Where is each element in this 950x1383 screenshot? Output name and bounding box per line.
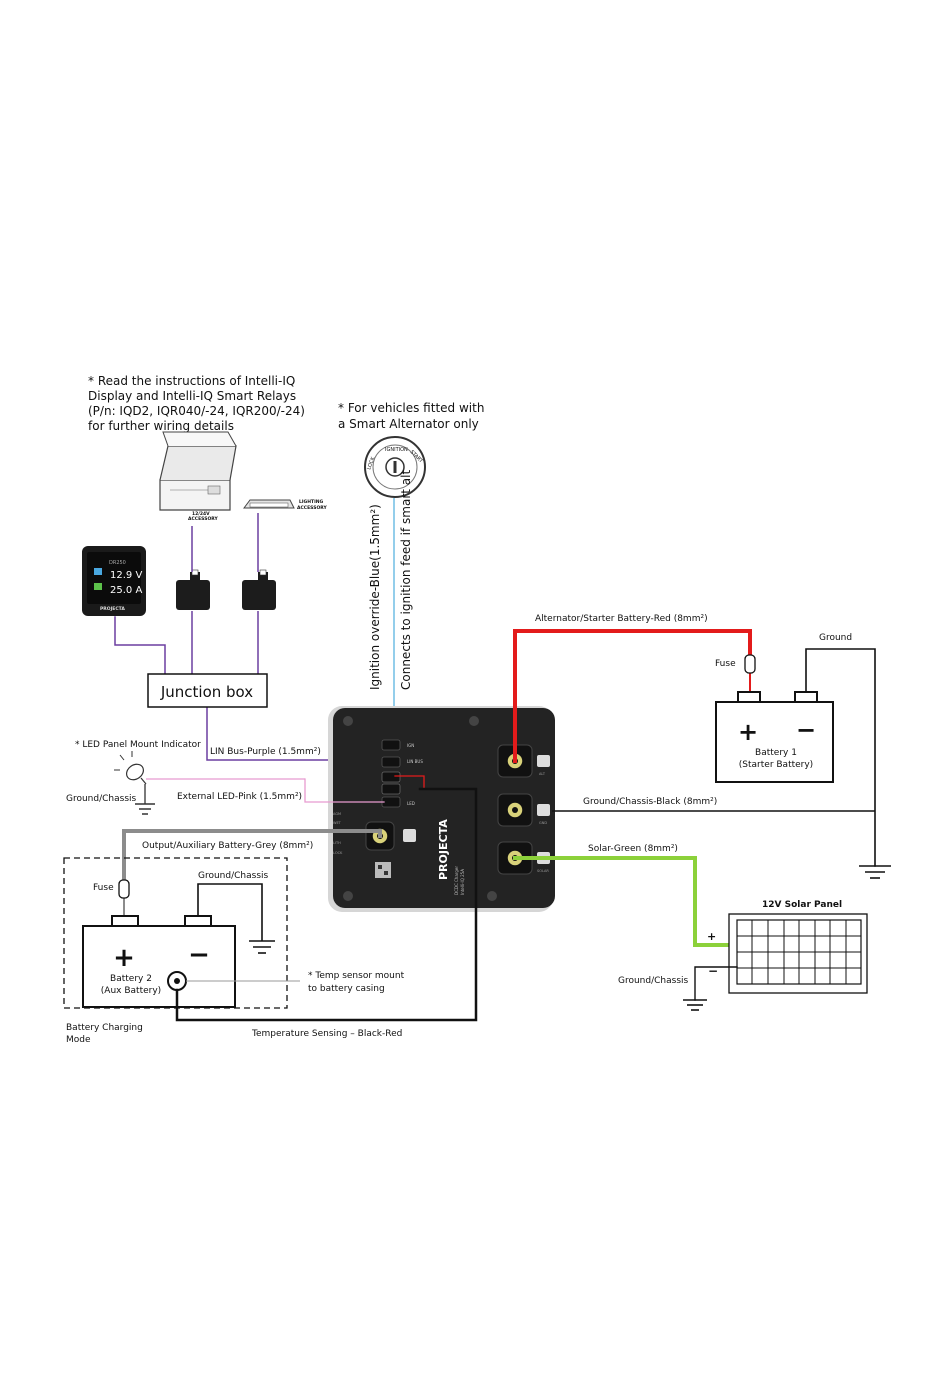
device-agm-label: AGM: [333, 812, 341, 816]
solar-panel-title: 12V Solar Panel: [762, 900, 842, 910]
battery-2: + − Battery 2 (Aux Battery): [82, 915, 236, 1008]
ground-symbol-icon: [249, 940, 275, 954]
ground-symbol-icon: [683, 999, 707, 1011]
fridge-icon: 12/24V ACCESSORY: [159, 431, 237, 522]
light-bar-icon: LIGHTING ACCESSORY: [243, 499, 327, 511]
pink-led-wire: [304, 778, 385, 803]
ground-label: Ground: [819, 633, 852, 643]
output-aux-label: Output/Auxiliary Battery-Grey (8mm²): [142, 841, 313, 851]
fridge-label: 12/24V: [192, 511, 210, 517]
battery-minus: −: [796, 716, 816, 744]
solar-wire-label: Solar-Green (8mm²): [588, 844, 678, 854]
alt-terminal-label: ALT: [539, 772, 546, 776]
gnd-terminal: GND: [497, 793, 550, 827]
fridge-label: ACCESSORY: [188, 516, 218, 522]
purple-accessory-wires: [114, 513, 385, 761]
device-lin-label: LIN BUS: [407, 759, 423, 764]
battery-name: Battery 1: [755, 748, 797, 758]
device-led-label: LED: [407, 801, 415, 806]
note-line: for further wiring details: [88, 419, 234, 433]
ground-symbol-icon: [859, 865, 891, 879]
grey-output-wire: [122, 829, 382, 882]
ignition-override-label: Ignition override-Blue(1.5mm²): [368, 504, 382, 690]
temp-sensor-icon: [167, 971, 187, 991]
led-panel-note: * LED Panel Mount Indicator: [75, 740, 201, 750]
smart-relay-icon: [242, 569, 276, 610]
temperature-sensing-label: Temperature Sensing – Black-Red: [251, 1029, 402, 1039]
charging-mode-label: Battery Charging: [66, 1023, 143, 1033]
note-line: (P/n: IQD2, IQR040/-24, IQR200/-24): [88, 404, 305, 418]
display-amps: 25.0 A: [110, 585, 142, 596]
temp-sensor-note: to battery casing: [308, 984, 385, 994]
ground-chassis-black-label: Ground/Chassis-Black (8mm²): [583, 797, 717, 807]
smart-relay-icon: [176, 569, 210, 610]
battery-minus: −: [188, 940, 210, 970]
light-label: ACCESSORY: [297, 505, 327, 511]
intelli-iq-display-icon: DR250 12.9 V 25.0 A PROJECTA: [82, 546, 146, 616]
ignition-label: IGNITION: [385, 447, 408, 453]
solar-terminal-label: SOLAR: [537, 869, 549, 873]
solar-ground-wire: [694, 966, 738, 1001]
fuse-label: Fuse: [715, 659, 736, 669]
battery2-ground-wire: [197, 883, 263, 941]
intelli-iq-note: * Read the instructions of Intelli-IQ Di…: [88, 374, 305, 433]
smart-alternator-note: * For vehicles fitted with a Smart Alter…: [338, 401, 484, 431]
junction-box: Junction box: [147, 673, 268, 708]
display-header: DR250: [109, 560, 126, 566]
ground-wire: [805, 648, 876, 867]
led-indicator-icon: [114, 751, 147, 785]
green-solar-wire: [513, 856, 739, 947]
ignition-feed-label: Connects to ignition feed if smart alt: [399, 470, 413, 690]
junction-box-label: Junction box: [160, 683, 253, 701]
ground-symbol-icon: [135, 784, 155, 815]
lock-label: LOCK: [366, 455, 376, 470]
device-lock-label: LOCK: [333, 851, 343, 855]
dcdc-charger-device: IGN LIN BUS LED AGM WET LITH LOCK PROJEC…: [328, 706, 555, 912]
device-wet-label: WET: [333, 821, 342, 825]
charging-mode-label: Mode: [66, 1035, 91, 1045]
display-brand: PROJECTA: [100, 606, 125, 612]
device-ign-label: IGN: [407, 743, 414, 748]
temperature-sensing-wire: [175, 787, 478, 1022]
alternator-wire-label: Alternator/Starter Battery-Red (8mm²): [535, 614, 708, 624]
solar-plus: +: [707, 930, 716, 943]
external-led-label: External LED-Pink (1.5mm²): [177, 792, 302, 802]
note-line: * For vehicles fitted with: [338, 401, 484, 415]
battery-sub: (Aux Battery): [101, 986, 161, 996]
display-volts: 12.9 V: [110, 570, 142, 581]
temp-sensor-note: * Temp sensor mount: [308, 971, 405, 981]
temp-sense-red-wire: [394, 775, 425, 790]
red-alternator-wire: [513, 629, 752, 763]
battery-plus: +: [113, 943, 135, 973]
gnd-terminal-label: GND: [539, 821, 547, 825]
device-model: Intelli-IQ 25A: [460, 869, 465, 895]
device-brand: PROJECTA: [437, 819, 450, 880]
device-lith-label: LITH: [333, 841, 341, 845]
note-line: a Smart Alternator only: [338, 417, 479, 431]
light-label: LIGHTING: [299, 499, 324, 505]
note-line: * Read the instructions of Intelli-IQ: [88, 374, 295, 388]
fuse-icon: [744, 654, 756, 674]
battery-plus: +: [738, 718, 758, 746]
device-model: DCDC Charger: [454, 866, 459, 895]
led-ground-label: Ground/Chassis: [66, 794, 137, 804]
battery-sub: (Starter Battery): [739, 760, 813, 770]
battery-1: + − Battery 1 (Starter Battery): [715, 691, 834, 783]
fuse-icon: [118, 879, 130, 899]
battery2-ground-label: Ground/Chassis: [198, 871, 269, 881]
battery-name: Battery 2: [110, 974, 152, 984]
fuse-label: Fuse: [93, 883, 114, 893]
lin-bus-label: LIN Bus-Purple (1.5mm²): [210, 747, 321, 757]
note-line: Display and Intelli-IQ Smart Relays: [88, 389, 296, 403]
solar-ground-label: Ground/Chassis: [618, 976, 689, 986]
solar-panel: 12V Solar Panel + −: [707, 900, 868, 994]
ignition-switch-icon: LOCK IGNITION START: [364, 436, 426, 498]
solar-minus: −: [708, 964, 718, 978]
